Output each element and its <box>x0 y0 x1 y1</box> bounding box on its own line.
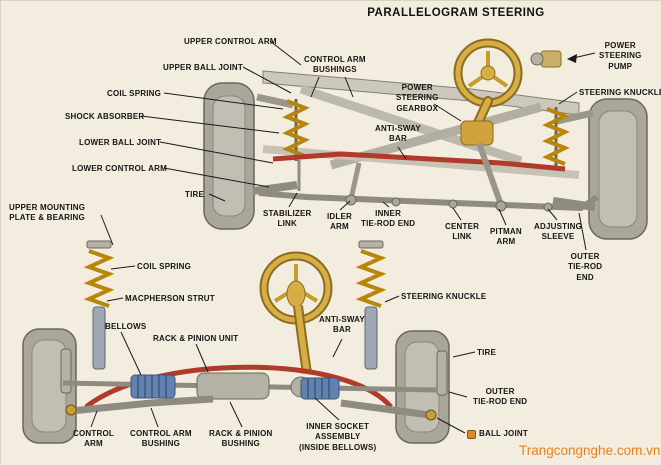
watermark-text: Trangcongnghe.com.vn <box>519 443 661 458</box>
coil-spring-right-part <box>542 107 570 166</box>
leader-lines <box>90 40 596 434</box>
control-arm-left-part <box>70 395 214 415</box>
label-power-steering-gearbox: POWER STEERING GEARBOX <box>396 83 439 113</box>
steering-knuckle-left-part <box>60 348 72 394</box>
lower-control-arm-part <box>252 181 298 195</box>
label-steering-knuckle-bottom: STEERING KNUCKLE <box>401 292 487 301</box>
label-power-steering-pump: POWER STEERING PUMP <box>599 41 642 71</box>
label-inner-socket-assembly: INNER SOCKET ASSEMBLY (INSIDE BELLOWS) <box>299 422 377 452</box>
diagram-title: PARALLELOGRAM STEERING <box>367 7 545 19</box>
coil-spring-left-part <box>282 99 310 158</box>
label-ball-joint: BALL JOINT <box>479 429 528 438</box>
label-rack-pinion-bushing: RACK & PINION BUSHING <box>209 429 273 449</box>
upper-control-arm-part <box>256 93 294 109</box>
anti-sway-bar-top-part <box>272 151 566 172</box>
tire-front-right <box>588 98 648 240</box>
label-outer-tie-rod-end-top: OUTER TIE-ROD END <box>568 252 603 282</box>
bellows-left-part <box>130 374 176 399</box>
label-inner-tie-rod-end: INNER TIE-ROD END <box>361 209 416 229</box>
idler-arm-part <box>348 162 362 200</box>
steering-wheel-bottom <box>259 251 333 374</box>
rack-and-pinion-part <box>62 372 438 400</box>
ball-joint-marker <box>467 430 476 439</box>
label-tire-top: TIRE <box>185 190 205 199</box>
upper-control-arm-right-part <box>556 109 594 125</box>
pitman-arm-part <box>476 141 504 207</box>
bottom-suspension-illustration <box>22 240 450 444</box>
label-macpherson-strut: MACPHERSON STRUT <box>125 294 215 303</box>
macpherson-strut-right-part <box>355 240 387 370</box>
label-idler-arm: IDLER ARM <box>327 212 352 232</box>
ball-joint-right-part <box>425 409 437 421</box>
power-steering-gearbox-part <box>460 120 494 146</box>
label-control-arm-bushing: CONTROL ARM BUSHING <box>130 429 192 449</box>
power-steering-pump-part <box>530 50 562 68</box>
macpherson-strut-left-part <box>83 240 115 370</box>
center-link-part <box>258 190 599 212</box>
label-outer-tie-rod-end-bottom: OUTER TIE-ROD END <box>473 387 528 407</box>
label-shock-absorber: SHOCK ABSORBER <box>65 112 145 121</box>
label-stabilizer-link: STABILIZER LINK <box>263 209 312 229</box>
top-suspension-illustration <box>203 38 648 240</box>
label-lower-ball-joint: LOWER BALL JOINT <box>79 138 162 147</box>
steering-knuckle-right-part <box>436 350 448 396</box>
tire-front-left <box>203 82 255 230</box>
label-control-arm: CONTROL ARM <box>73 429 114 449</box>
label-anti-sway-bar-top: ANTI-SWAY BAR <box>375 124 421 144</box>
label-steering-knuckle-top: STEERING KNUCKLE <box>579 88 662 97</box>
label-tire-bottom: TIRE <box>477 348 497 357</box>
label-bellows: BELLOWS <box>105 322 147 331</box>
bellows-right-part <box>300 377 340 400</box>
label-pitman-arm: PITMAN ARM <box>490 227 522 247</box>
label-control-arm-bushings: CONTROL ARM BUSHINGS <box>304 55 366 75</box>
label-upper-control-arm: UPPER CONTROL ARM <box>184 37 277 46</box>
control-arm-right-part <box>340 399 430 419</box>
label-center-link: CENTER LINK <box>445 222 480 242</box>
label-lower-control-arm: LOWER CONTROL ARM <box>72 164 167 173</box>
label-adjusting-sleeve: ADJUSTING SLEEVE <box>534 222 583 242</box>
label-anti-sway-bar-bottom: ANTI-SWAY BAR <box>319 315 365 335</box>
label-coil-spring-top: COIL SPRING <box>107 89 162 98</box>
steering-wheel-top <box>453 38 523 130</box>
ball-joint-left-part <box>65 404 77 416</box>
label-coil-spring-bottom: COIL SPRING <box>137 262 192 271</box>
label-upper-mounting-plate: UPPER MOUNTING PLATE & BEARING <box>9 203 86 223</box>
label-rack-pinion-unit: RACK & PINION UNIT <box>153 334 239 343</box>
label-upper-ball-joint: UPPER BALL JOINT <box>163 63 243 72</box>
